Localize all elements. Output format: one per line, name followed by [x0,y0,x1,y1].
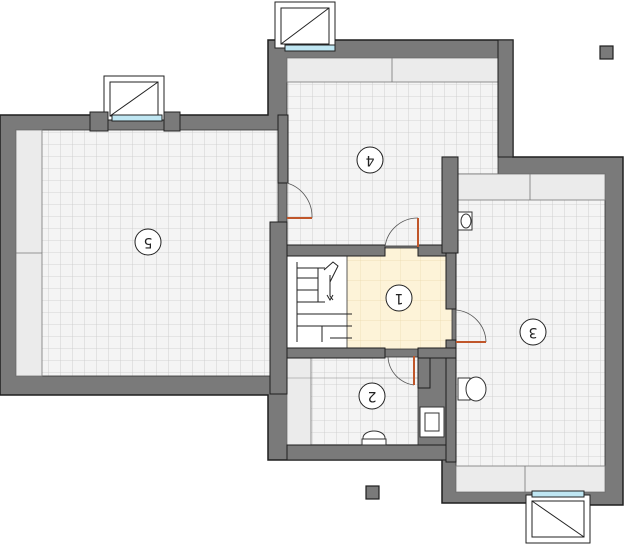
room-labels: 5 4 1 3 2 [134,146,547,410]
svg-text:5: 5 [144,234,153,250]
fixtures [361,211,487,446]
room-label-1: 1 [385,284,413,312]
room-label-2: 2 [358,382,386,410]
room-label-3: 3 [519,318,547,346]
windows [89,1,591,544]
svg-text:1: 1 [395,290,404,306]
doors [286,182,487,386]
built-ins [15,57,606,493]
room-label-5: 5 [134,228,162,256]
column-markers [365,45,614,500]
svg-text:4: 4 [365,152,374,168]
staircase [296,261,352,342]
svg-text:2: 2 [368,388,377,404]
svg-text:3: 3 [529,324,538,340]
interior-walls [269,39,514,463]
room-label-4: 4 [356,146,384,174]
